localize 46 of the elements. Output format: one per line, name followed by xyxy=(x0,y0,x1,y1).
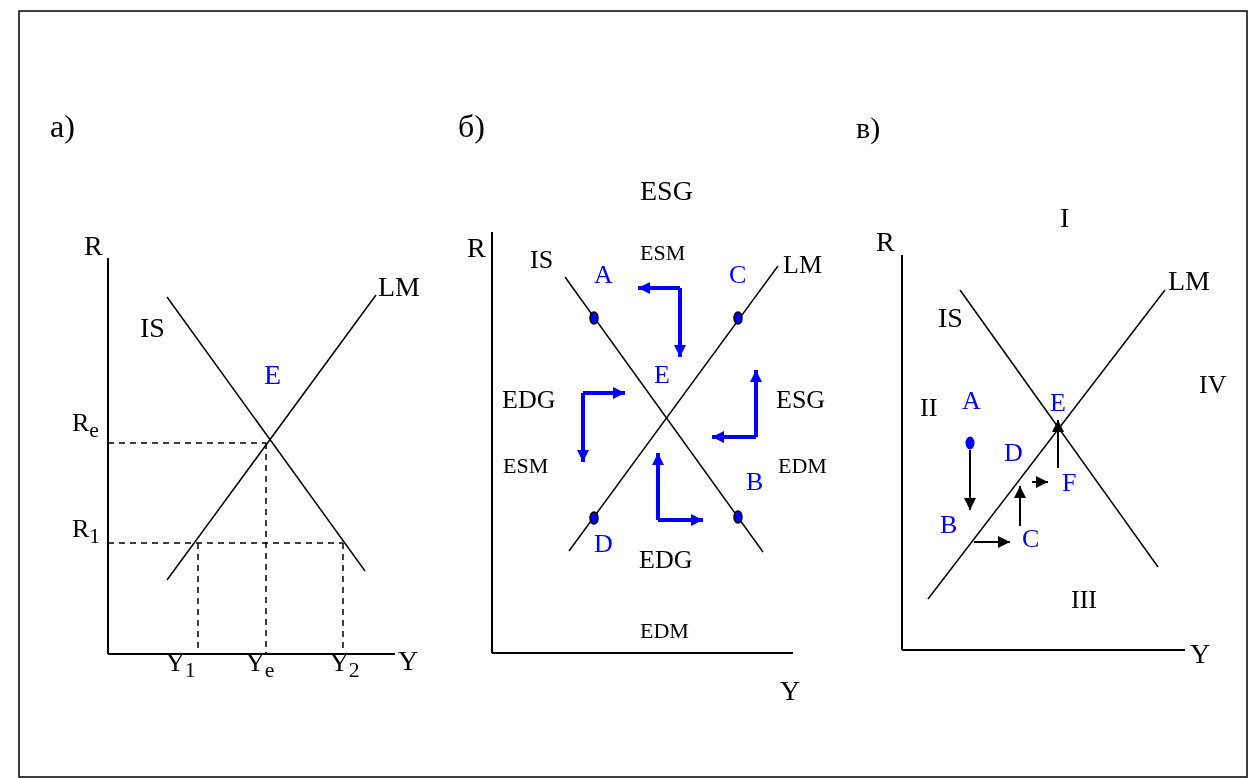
region-label: EDM xyxy=(778,455,827,477)
region-label: ESG xyxy=(640,177,693,205)
curve-label: IS xyxy=(530,247,554,273)
region-label: EDM xyxy=(640,620,689,642)
curve-label: LM xyxy=(783,252,822,278)
point-label: F xyxy=(1062,470,1077,496)
axis-label: R xyxy=(876,228,895,256)
point-label: A xyxy=(962,388,981,414)
region-label: II xyxy=(920,395,938,421)
curve-label: LM xyxy=(378,273,420,301)
axis-label: Y xyxy=(398,647,419,675)
point-label: D xyxy=(1004,440,1023,466)
region-label: ESM xyxy=(503,455,549,477)
tick-label: R$_{e}$ xyxy=(72,410,99,442)
arrow xyxy=(1031,476,1049,488)
region-label: EDG xyxy=(502,387,556,413)
point-label: B xyxy=(746,469,764,495)
axis-label: Y xyxy=(1190,640,1211,668)
panel-label: а) xyxy=(50,110,75,142)
curve-label: IS xyxy=(938,304,963,332)
panel-label: в) xyxy=(856,113,881,143)
region-label: ESG xyxy=(776,387,826,413)
region-label: I xyxy=(1060,204,1070,232)
tick-label: R$_{1}$ xyxy=(72,516,101,548)
region-label: III xyxy=(1071,587,1097,613)
arrow xyxy=(973,536,1011,548)
region-label: IV xyxy=(1199,372,1227,398)
point-label: E xyxy=(264,361,282,389)
region-label: ESM xyxy=(640,242,686,264)
point-label: A xyxy=(594,262,613,288)
region-label: EDG xyxy=(639,547,693,573)
point-label: D xyxy=(594,531,613,557)
curve-label: LM xyxy=(1168,267,1210,295)
arrow xyxy=(1052,419,1064,469)
point-label: C xyxy=(729,262,747,288)
point-label: C xyxy=(1022,526,1040,552)
point-label: E xyxy=(1050,390,1066,416)
axis-label: Y xyxy=(780,677,801,705)
point-label: E xyxy=(654,362,670,388)
arrow xyxy=(964,449,976,511)
point-label: B xyxy=(940,512,958,538)
curve-label: IS xyxy=(140,314,165,342)
axis-label: R xyxy=(84,232,103,260)
panel-label: б) xyxy=(458,110,485,142)
axis-label: R xyxy=(467,234,486,262)
arrow xyxy=(1014,485,1026,527)
